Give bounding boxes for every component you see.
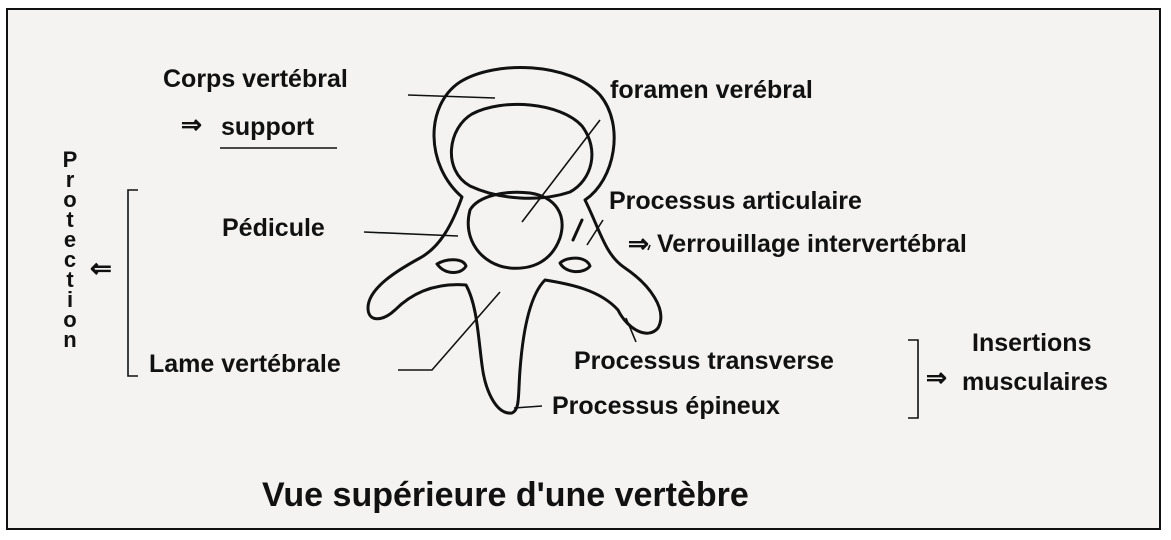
- label-pedicule: Pédicule: [222, 216, 325, 241]
- figure-title: Vue supérieure d'une vertèbre: [262, 478, 749, 512]
- left-articular-facet: [437, 260, 466, 273]
- label-support: support: [221, 115, 314, 140]
- protection-arrow: ⇐: [90, 255, 112, 281]
- label-processus-articulaire: Processus articulaire: [609, 189, 862, 214]
- protection-bracket: [128, 190, 138, 376]
- leader-lame: [398, 292, 500, 370]
- insertions-arrow: ⇒: [926, 366, 947, 391]
- label-corps-vertebral: Corps vertébral: [163, 67, 348, 92]
- label-foramen: foramen verébral: [610, 78, 813, 103]
- protection-letter: n: [58, 330, 82, 350]
- label-verrouillage: Verrouillage intervertébral: [657, 232, 967, 257]
- vertebral-body-inner: [451, 104, 592, 198]
- label-processus-epineux: Processus épineux: [552, 394, 780, 419]
- right-articular-facet: [560, 258, 590, 272]
- label-insertions: Insertions: [972, 331, 1091, 356]
- verrouillage-arrow: ⇒: [628, 232, 649, 257]
- label-protection-vertical: P r o t e c t i o n: [58, 150, 82, 350]
- support-arrow: ⇒: [181, 113, 202, 138]
- leader-corps: [408, 95, 495, 98]
- label-musculaires: musculaires: [962, 370, 1108, 395]
- facet-tick: [573, 220, 582, 240]
- label-lame-vertebrale: Lame vertébrale: [149, 352, 341, 377]
- insertions-bracket: [908, 340, 918, 418]
- foramen-outline: [468, 192, 562, 268]
- label-processus-transverse: Processus transverse: [574, 349, 834, 374]
